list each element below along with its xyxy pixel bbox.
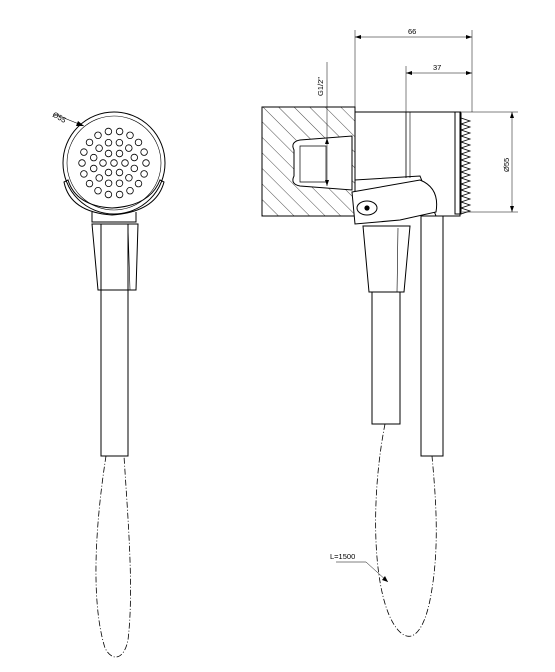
dim-thread-label: G1/2" — [316, 77, 325, 96]
swivel-knob-center — [364, 205, 370, 211]
nozzle-dot — [80, 148, 88, 156]
wall-connector — [292, 135, 353, 191]
nozzle-dot — [95, 174, 103, 182]
side-handle-grip — [362, 225, 411, 293]
nozzle-dot — [94, 131, 102, 139]
side-nozzle-fins — [460, 117, 472, 215]
nozzle-dot — [78, 159, 86, 167]
hose-loop-side — [375, 423, 437, 637]
dim-66-arrow-right — [466, 35, 472, 39]
nozzle-dot — [115, 138, 124, 147]
side-handle-edge — [396, 227, 399, 293]
hose-length-label: L=1500 — [330, 552, 355, 561]
dim-37-arrow-left — [406, 71, 412, 75]
nozzle-dot — [115, 168, 124, 177]
hose-tube-side — [371, 291, 401, 425]
nozzle-dot — [126, 131, 134, 139]
dim-66-label: 66 — [408, 27, 416, 36]
handle-tube-side — [420, 215, 444, 457]
dim-side-arrow-bottom — [510, 206, 514, 212]
nozzle-dot — [104, 168, 113, 177]
nozzle-dot — [130, 153, 138, 162]
dim-66-arrow-left — [355, 35, 361, 39]
hose-tube-front — [100, 223, 129, 457]
dim-37-label: 37 — [433, 63, 441, 72]
nozzle-dot — [85, 138, 94, 147]
shower-head-side — [454, 111, 462, 215]
nozzle-dot — [94, 186, 102, 195]
nozzle-dot — [121, 159, 129, 167]
hose-length-arrow — [382, 576, 388, 582]
nozzle-dot — [80, 170, 88, 178]
bracket-cradle — [63, 179, 165, 216]
nozzle-dot — [126, 186, 134, 195]
nozzle-dot — [115, 179, 124, 187]
bracket-neck — [91, 212, 137, 223]
nozzle-dot — [115, 127, 124, 136]
handle-grip — [91, 223, 139, 291]
hose-loop-front — [95, 455, 131, 658]
front-diameter-arrow — [76, 121, 84, 126]
dim-side-arrow-top — [510, 112, 514, 118]
nozzle-dot — [104, 138, 113, 147]
shower-head-face — [62, 111, 166, 215]
dim-37-arrow-right — [466, 71, 472, 75]
nozzle-dot — [130, 164, 138, 173]
shower-head-inner-ring — [66, 115, 162, 211]
nozzle-dot — [99, 159, 107, 167]
front-view: Ø55 — [51, 110, 166, 658]
nozzle-dot — [104, 127, 113, 136]
nozzle-dot — [89, 153, 98, 162]
nozzle-dot — [125, 144, 133, 152]
nozzle-dot — [89, 164, 98, 173]
swivel-arm — [351, 179, 438, 225]
spray-nozzles — [78, 127, 150, 199]
nozzle-dot — [115, 149, 124, 158]
nozzle-dot — [110, 159, 118, 167]
nozzle-dot — [104, 190, 113, 199]
nozzle-dot — [115, 190, 124, 199]
nozzle-dot — [140, 148, 148, 156]
nozzle-dot — [142, 159, 150, 167]
nozzle-dot — [140, 170, 148, 178]
nozzle-dot — [85, 179, 94, 188]
side-view: 66 37 G1/2" Ø55 L=1500 — [261, 27, 518, 637]
swivel-knob[interactable] — [356, 200, 378, 216]
nozzle-dot — [104, 149, 113, 158]
nozzle-dot — [134, 138, 143, 147]
front-diameter-label: Ø55 — [51, 110, 68, 125]
nozzle-dot — [95, 144, 103, 152]
nozzle-dot — [104, 179, 113, 187]
dim-thread-arrow-bottom — [325, 180, 329, 186]
dim-side-label: Ø55 — [502, 158, 511, 172]
nozzle-dot — [125, 174, 133, 182]
nozzle-dot — [134, 179, 143, 188]
dim-thread-arrow-top — [325, 138, 329, 144]
